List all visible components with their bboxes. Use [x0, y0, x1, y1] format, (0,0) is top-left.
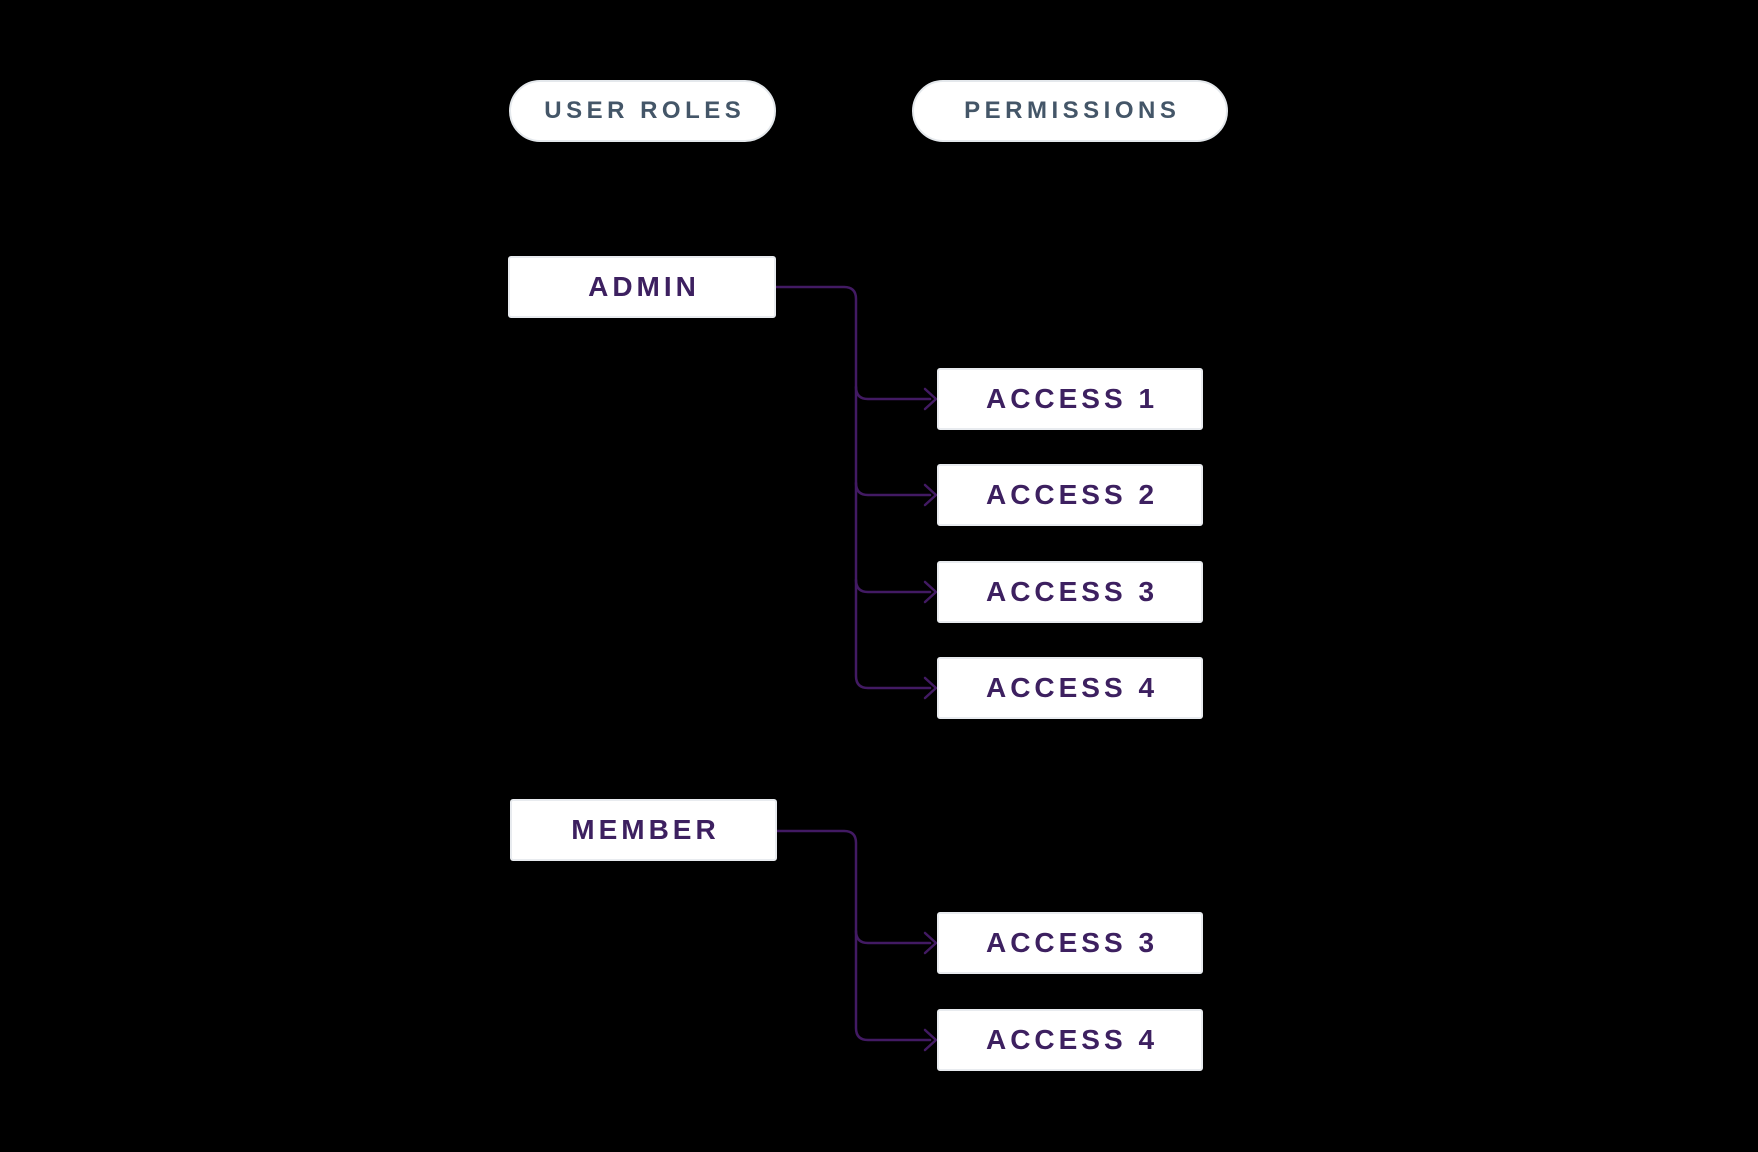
header-user-roles: USER ROLES — [509, 80, 776, 142]
admin-connector-trunk — [774, 285, 932, 690]
header-permissions: PERMISSIONS — [912, 80, 1228, 142]
role-node-member: MEMBER — [510, 799, 777, 861]
member-branch-access-3 — [854, 929, 932, 945]
admin-branch-access-3 — [854, 578, 932, 594]
member-connector-trunk — [775, 829, 932, 1042]
admin-arrow-access-4-icon — [923, 676, 938, 700]
member-arrow-access-3-icon — [923, 931, 938, 955]
permission-node-member-access-3: ACCESS 3 — [937, 912, 1203, 974]
admin-arrow-access-2-icon — [923, 483, 938, 507]
permission-node-admin-access-4: ACCESS 4 — [937, 657, 1203, 719]
permission-node-member-access-4: ACCESS 4 — [937, 1009, 1203, 1071]
admin-branch-access-2 — [854, 481, 932, 497]
admin-arrow-access-3-icon — [923, 580, 938, 604]
admin-branch-access-1 — [854, 385, 932, 401]
permission-node-admin-access-2: ACCESS 2 — [937, 464, 1203, 526]
permission-node-admin-access-3: ACCESS 3 — [937, 561, 1203, 623]
permission-node-admin-access-1: ACCESS 1 — [937, 368, 1203, 430]
role-node-admin: ADMIN — [508, 256, 776, 318]
admin-arrow-access-1-icon — [923, 387, 938, 411]
member-arrow-access-4-icon — [923, 1028, 938, 1052]
